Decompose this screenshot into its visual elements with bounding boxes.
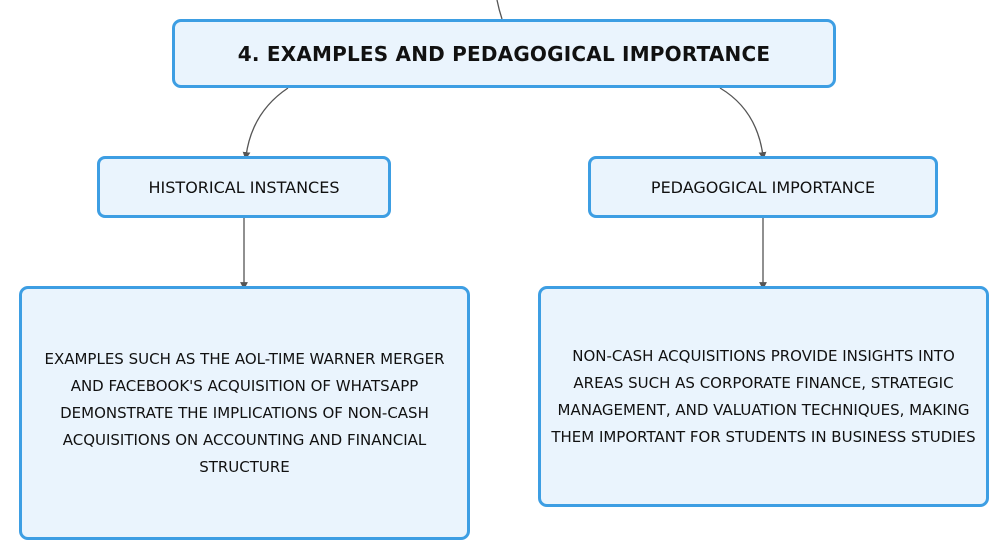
pedagogical-importance-detail-node[interactable]: NON-CASH ACQUISITIONS PROVIDE INSIGHTS I… (538, 286, 989, 507)
pedagogical-importance-detail-text: NON-CASH ACQUISITIONS PROVIDE INSIGHTS I… (551, 346, 976, 446)
connector-parent-to-root (496, 0, 503, 20)
connector-root-to-historical (242, 87, 289, 160)
historical-instances-detail-text: EXAMPLES SUCH AS THE AOL-TIME WARNER MER… (44, 349, 445, 476)
historical-instances-node[interactable]: HISTORICAL INSTANCES (97, 156, 391, 218)
root-node[interactable]: 4. EXAMPLES AND PEDAGOGICAL IMPORTANCE (172, 19, 836, 88)
pedagogical-importance-label: PEDAGOGICAL IMPORTANCE (650, 177, 876, 197)
historical-instances-label: HISTORICAL INSTANCES (148, 177, 340, 197)
pedagogical-importance-node[interactable]: PEDAGOGICAL IMPORTANCE (588, 156, 938, 218)
connector-root-to-pedagogical (719, 87, 767, 160)
root-node-label: 4. EXAMPLES AND PEDAGOGICAL IMPORTANCE (237, 41, 771, 66)
historical-instances-detail-node[interactable]: EXAMPLES SUCH AS THE AOL-TIME WARNER MER… (19, 286, 470, 540)
